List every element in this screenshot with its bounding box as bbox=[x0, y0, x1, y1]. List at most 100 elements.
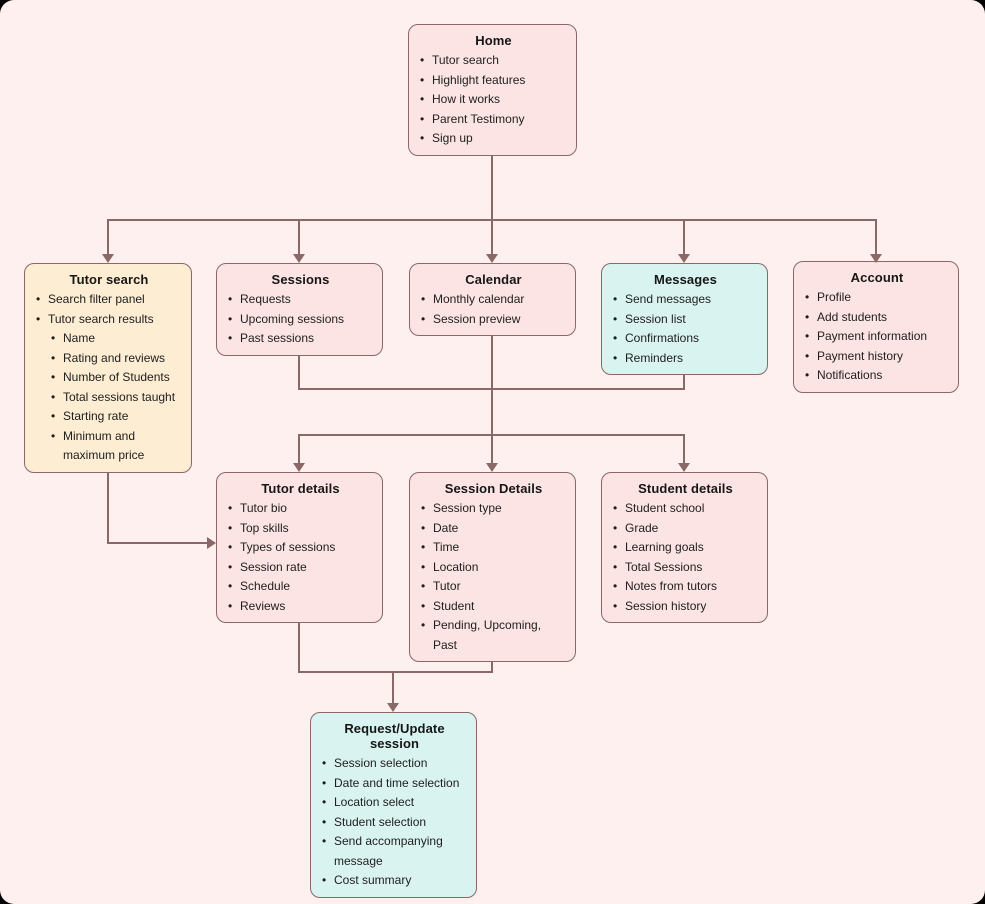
connector-drop-tutor-search bbox=[107, 219, 109, 255]
connector-bottom-rail bbox=[298, 671, 493, 673]
connector-drop-request-session bbox=[392, 671, 394, 705]
arrowhead-messages-icon bbox=[678, 254, 690, 263]
list-item: Tutor search bbox=[419, 51, 568, 71]
list-item: Tutor bio bbox=[227, 499, 374, 519]
list-item: Student school bbox=[612, 499, 759, 519]
connector-drop-sessions bbox=[298, 219, 300, 255]
node-request-update-session: Request/Update session Session selection… bbox=[310, 712, 477, 898]
arrowhead-tutor-details-icon bbox=[293, 463, 305, 472]
connector-drop-calendar bbox=[491, 219, 493, 255]
list-item: Session preview bbox=[420, 310, 567, 330]
connector-tutor-search-elbow bbox=[107, 542, 208, 544]
list-item: Notes from tutors bbox=[612, 577, 759, 597]
node-tutor-details-list: Tutor bio Top skills Types of sessions S… bbox=[227, 499, 374, 616]
node-calendar-list: Monthly calendar Session preview bbox=[420, 290, 567, 329]
list-item: Time bbox=[420, 538, 567, 558]
arrowhead-request-session-icon bbox=[387, 703, 399, 712]
node-messages-list: Send messages Session list Confirmations… bbox=[612, 290, 759, 368]
list-item: Add students bbox=[804, 308, 950, 328]
arrowhead-tutor-search-icon bbox=[102, 254, 114, 263]
list-item: Profile bbox=[804, 288, 950, 308]
list-item: Upcoming sessions bbox=[227, 310, 374, 330]
list-item: Session type bbox=[420, 499, 567, 519]
list-subitem: Starting rate bbox=[50, 407, 183, 427]
arrowhead-account-icon bbox=[870, 254, 882, 263]
list-item: Reviews bbox=[227, 597, 374, 617]
node-session-details-title: Session Details bbox=[444, 481, 543, 496]
node-calendar-title: Calendar bbox=[465, 272, 522, 287]
node-student-details: Student details Student school Grade Lea… bbox=[601, 472, 768, 623]
node-tutor-details: Tutor details Tutor bio Top skills Types… bbox=[216, 472, 383, 623]
list-item: Types of sessions bbox=[227, 538, 374, 558]
node-request-update-session-title: Request/Update session bbox=[344, 721, 445, 751]
node-home-title: Home bbox=[475, 33, 512, 48]
connector-drop-session-details bbox=[491, 434, 493, 464]
arrowhead-calendar-icon bbox=[486, 254, 498, 263]
list-item: Payment history bbox=[804, 347, 950, 367]
list-item: Confirmations bbox=[612, 329, 759, 349]
node-sessions: Sessions Requests Upcoming sessions Past… bbox=[216, 263, 383, 356]
list-item: Past sessions bbox=[227, 329, 374, 349]
list-item: Student selection bbox=[321, 813, 468, 833]
list-item: How it works bbox=[419, 90, 568, 110]
connector-tutor-details-down bbox=[298, 608, 300, 673]
connector-merge-rail bbox=[298, 388, 685, 390]
connector-home-down bbox=[491, 146, 493, 221]
node-session-details-list: Session type Date Time Location Tutor St… bbox=[420, 499, 567, 655]
list-subitem: Minimum and maximum price bbox=[50, 427, 183, 466]
list-item: Grade bbox=[612, 519, 759, 539]
connector-drop-tutor-details bbox=[298, 434, 300, 464]
list-item: Cost summary bbox=[321, 871, 468, 891]
list-item: Notifications bbox=[804, 366, 950, 386]
node-messages: Messages Send messages Session list Conf… bbox=[601, 263, 768, 375]
node-account: Account Profile Add students Payment inf… bbox=[793, 261, 959, 393]
list-item: Location bbox=[420, 558, 567, 578]
node-student-details-title: Student details bbox=[638, 481, 733, 496]
list-item: Date and time selection bbox=[321, 774, 468, 794]
connector-tutor-search-down bbox=[107, 458, 109, 544]
list-subitem: Rating and reviews bbox=[50, 349, 183, 369]
node-session-details: Session Details Session type Date Time L… bbox=[409, 472, 576, 662]
list-subitem: Number of Students bbox=[50, 368, 183, 388]
node-home-list: Tutor search Highlight features How it w… bbox=[419, 51, 568, 149]
node-tutor-search: Tutor search Search filter panel Tutor s… bbox=[24, 263, 192, 473]
node-account-list: Profile Add students Payment information… bbox=[804, 288, 950, 386]
list-item: Reminders bbox=[612, 349, 759, 369]
connector-drop-student-details bbox=[683, 434, 685, 464]
list-item: Send accompanying message bbox=[321, 832, 468, 871]
connector-drop-account bbox=[875, 219, 877, 255]
node-messages-title: Messages bbox=[654, 272, 717, 287]
connector-messages-down bbox=[683, 363, 685, 390]
node-sessions-title: Sessions bbox=[271, 272, 330, 287]
list-item: Requests bbox=[227, 290, 374, 310]
list-item: Highlight features bbox=[419, 71, 568, 91]
node-account-title: Account bbox=[850, 270, 904, 285]
list-subitem: Total sessions taught bbox=[50, 388, 183, 408]
list-item: Session history bbox=[612, 597, 759, 617]
node-tutor-search-list: Search filter panel Tutor search results bbox=[35, 290, 183, 329]
node-tutor-search-title: Tutor search bbox=[69, 272, 149, 287]
node-calendar: Calendar Monthly calendar Session previe… bbox=[409, 263, 576, 336]
arrowhead-sessions-icon bbox=[293, 254, 305, 263]
list-item: Monthly calendar bbox=[420, 290, 567, 310]
list-item: Top skills bbox=[227, 519, 374, 539]
list-item: Payment information bbox=[804, 327, 950, 347]
node-home: Home Tutor search Highlight features How… bbox=[408, 24, 577, 156]
list-item: Sign up bbox=[419, 129, 568, 149]
node-student-details-list: Student school Grade Learning goals Tota… bbox=[612, 499, 759, 616]
list-subitem: Name bbox=[50, 329, 183, 349]
arrowhead-student-details-icon bbox=[678, 463, 690, 472]
node-sessions-list: Requests Upcoming sessions Past sessions bbox=[227, 290, 374, 349]
list-item: Date bbox=[420, 519, 567, 539]
list-item: Student bbox=[420, 597, 567, 617]
list-item: Send messages bbox=[612, 290, 759, 310]
node-tutor-search-sublist: Name Rating and reviews Number of Studen… bbox=[50, 329, 183, 466]
list-item: Schedule bbox=[227, 577, 374, 597]
connector-calendar-down bbox=[491, 324, 493, 436]
arrowhead-into-tutor-details-icon bbox=[207, 537, 216, 549]
node-request-update-session-list: Session selection Date and time selectio… bbox=[321, 754, 468, 891]
list-item: Search filter panel bbox=[35, 290, 183, 310]
list-item: Pending, Upcoming, Past bbox=[420, 616, 567, 655]
list-item: Parent Testimony bbox=[419, 110, 568, 130]
